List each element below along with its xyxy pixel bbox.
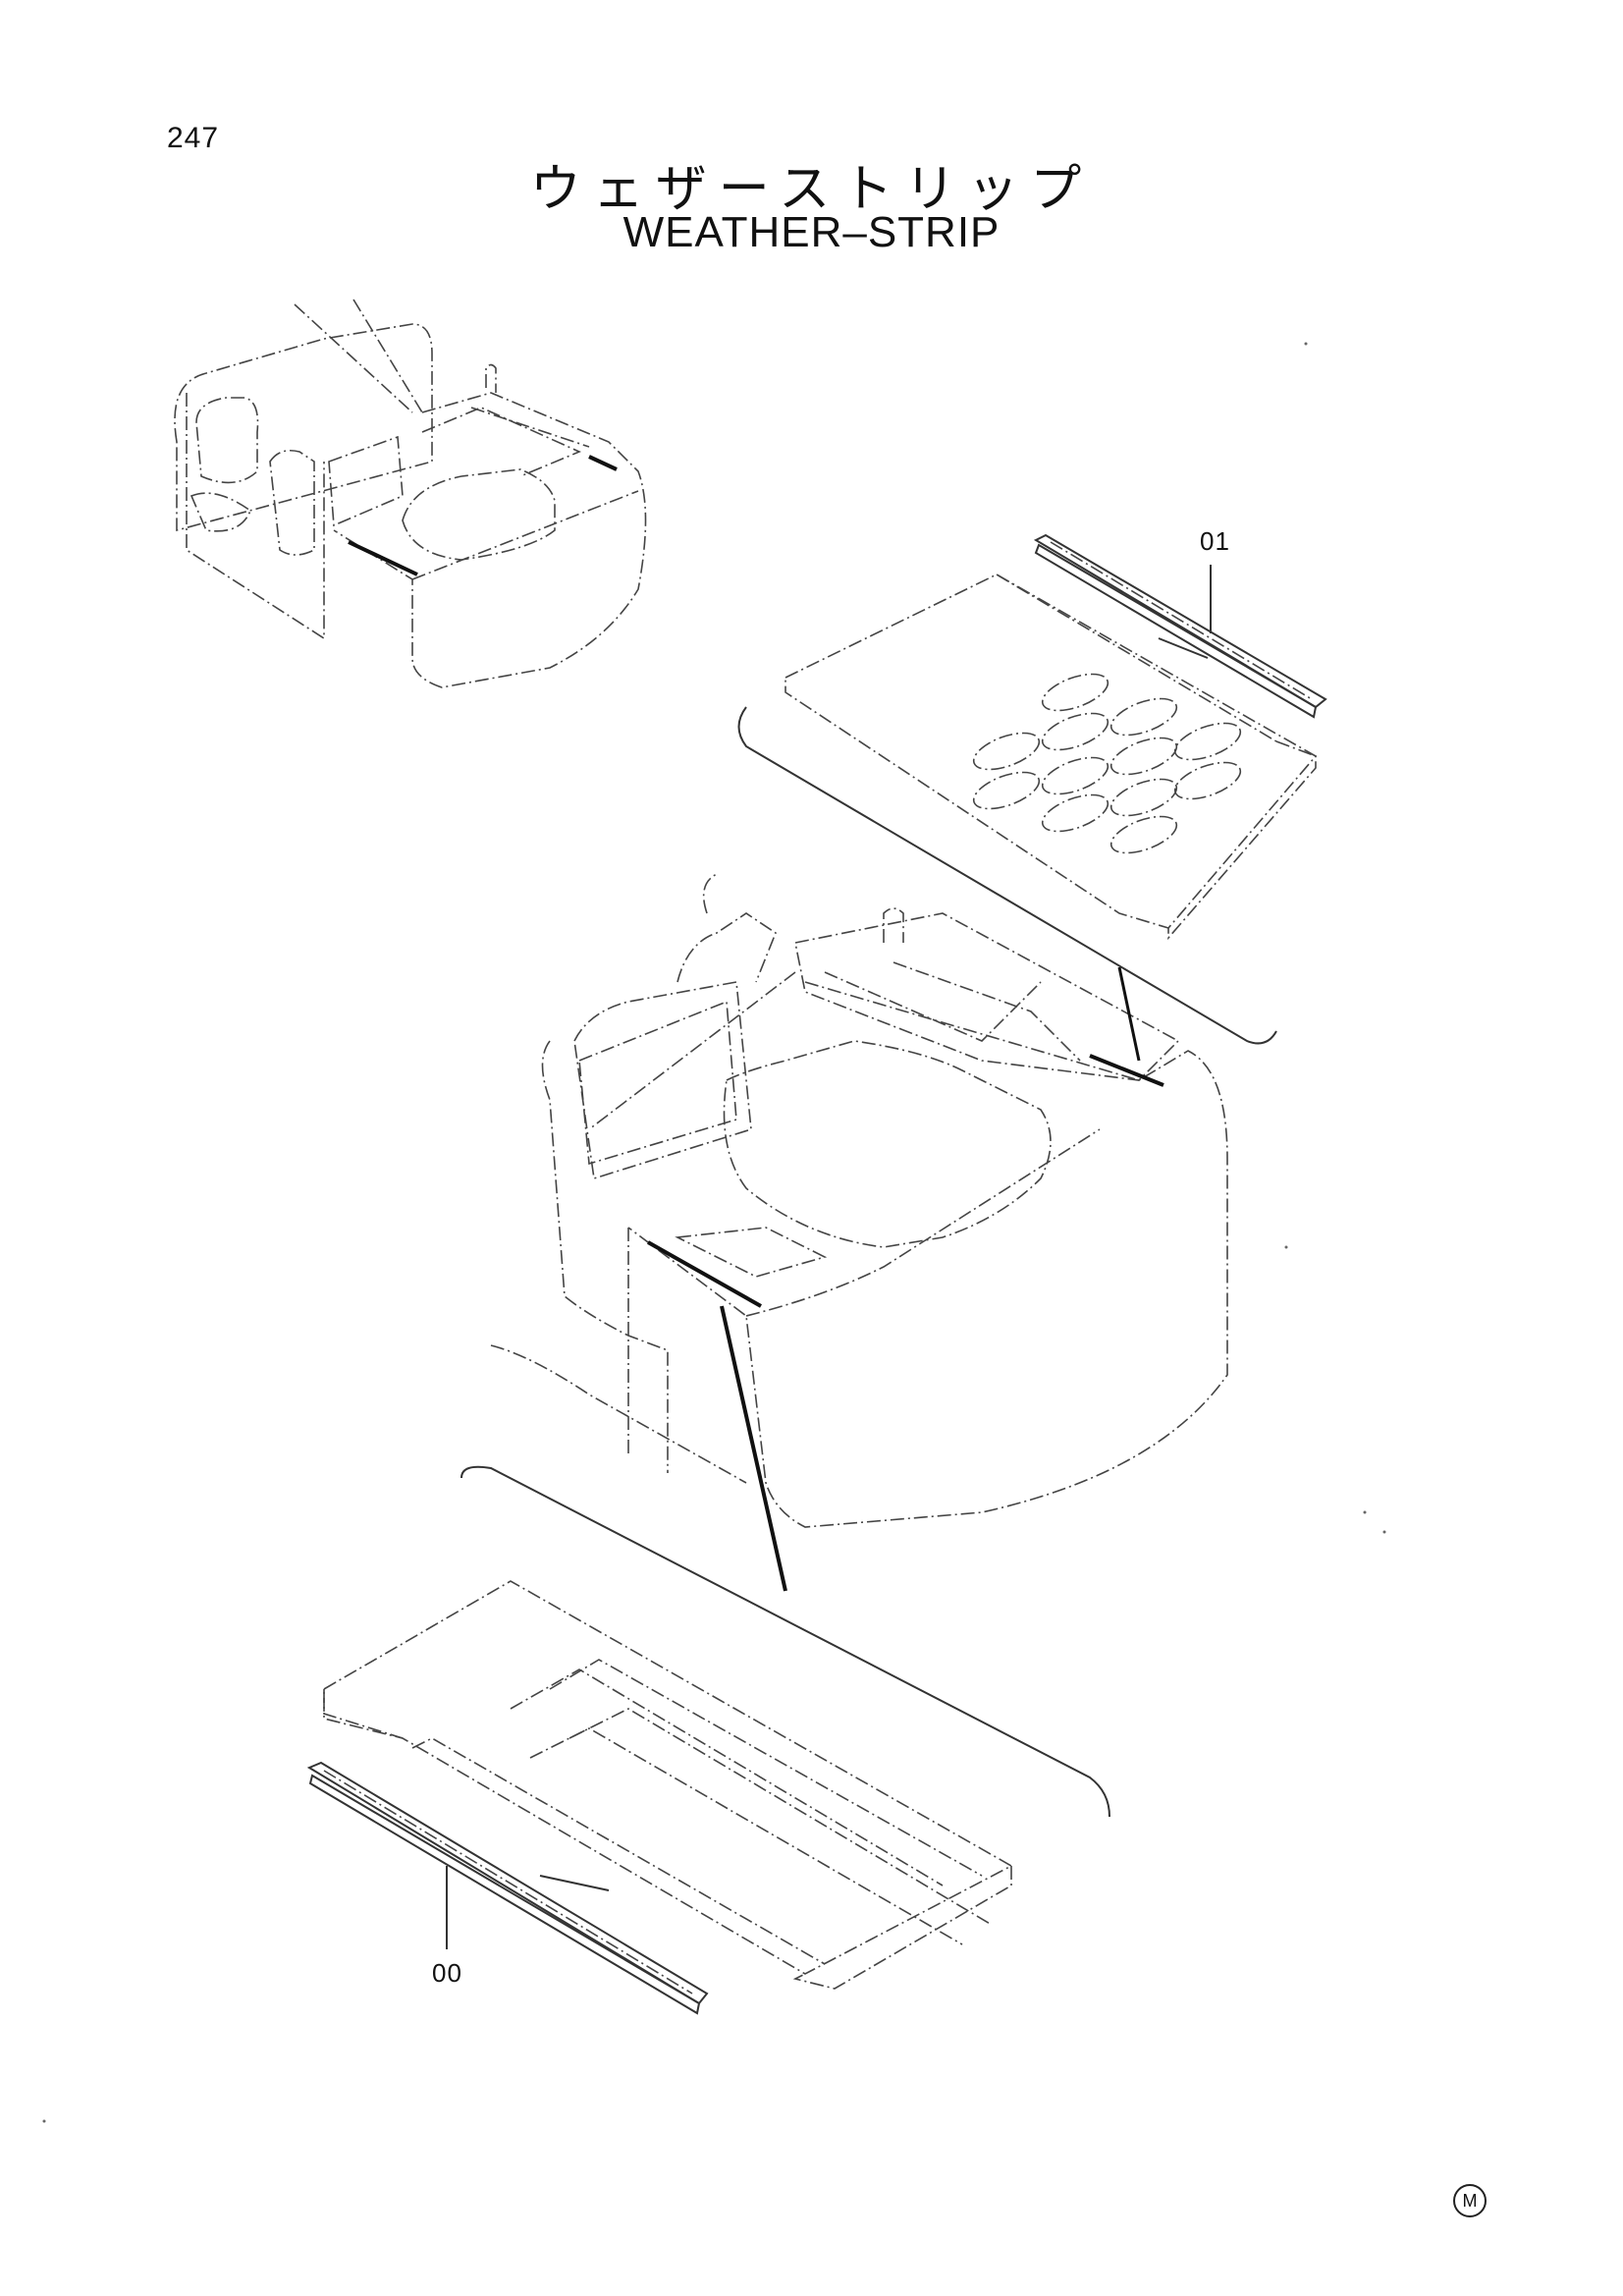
upper-panel-illustration [737, 574, 1318, 1045]
page-number: 247 [167, 122, 220, 154]
main-machine-illustration [460, 873, 1228, 1818]
weather-strip-01 [1033, 533, 1327, 719]
page-title-japanese: ウェザーストリップ [529, 160, 1094, 219]
page-title-english: WEATHER–STRIP [622, 208, 1001, 256]
callout-label-00: 00 [432, 1958, 462, 1988]
lower-panel-illustration [323, 1580, 1013, 1990]
callout-label-01: 01 [1200, 526, 1230, 556]
circled-m-mark: M [1453, 2184, 1487, 2217]
weather-strip-00 [306, 1761, 709, 2015]
overview-machine-illustration [174, 299, 647, 688]
